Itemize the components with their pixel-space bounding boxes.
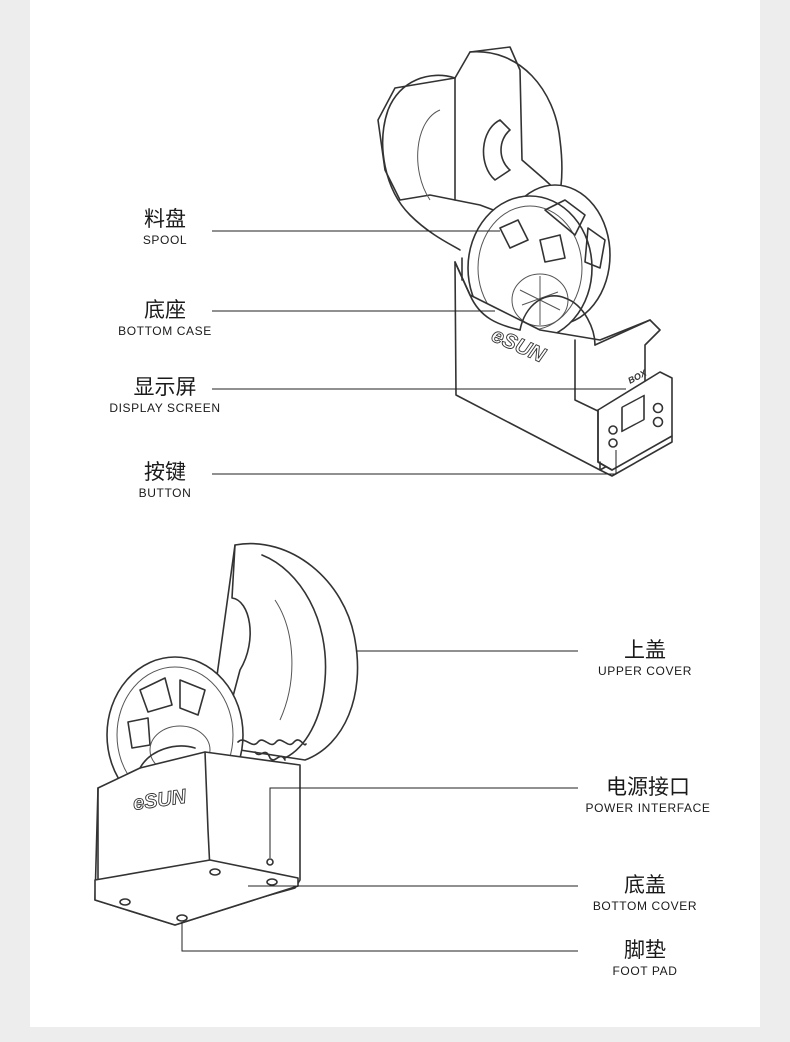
foot-pad-leader-line	[182, 922, 578, 951]
power-interface-label: 电源接口 POWER INTERFACE	[572, 774, 724, 816]
display-screen-label-zh: 显示屏	[95, 374, 235, 400]
foot-pad-label-zh: 脚垫	[578, 937, 712, 963]
power-interface-label-en: POWER INTERFACE	[572, 801, 724, 816]
spool-label: 料盘 SPOOL	[115, 206, 215, 248]
upper-cover-label-en: UPPER COVER	[578, 664, 712, 679]
spool-label-en: SPOOL	[115, 233, 215, 248]
display-screen-label: 显示屏 DISPLAY SCREEN	[95, 374, 235, 416]
bottom-case-label-en: BOTTOM CASE	[105, 324, 225, 339]
button-label: 按键 BUTTON	[115, 459, 215, 501]
power-interface-leader-line	[270, 788, 578, 858]
bottom-cover-label: 底盖 BOTTOM COVER	[578, 872, 712, 914]
display-screen-label-en: DISPLAY SCREEN	[95, 401, 235, 416]
bottom-case-label: 底座 BOTTOM CASE	[105, 297, 225, 339]
spool-label-zh: 料盘	[115, 206, 215, 232]
bottom-case-label-zh: 底座	[105, 297, 225, 323]
bottom-cover-label-zh: 底盖	[578, 872, 712, 898]
upper-cover-label-zh: 上盖	[578, 637, 712, 663]
bottom-cover-label-en: BOTTOM COVER	[578, 899, 712, 914]
foot-pad-label-en: FOOT PAD	[578, 964, 712, 979]
bottom-device-illustration: eSUN	[95, 544, 358, 925]
button-leader-line	[212, 450, 616, 474]
foot-pad-label: 脚垫 FOOT PAD	[578, 937, 712, 979]
upper-cover-label: 上盖 UPPER COVER	[578, 637, 712, 679]
top-device-illustration: eSUN BOX	[378, 47, 672, 476]
button-label-zh: 按键	[115, 459, 215, 485]
button-label-en: BUTTON	[115, 486, 215, 501]
power-interface-label-zh: 电源接口	[572, 774, 724, 800]
